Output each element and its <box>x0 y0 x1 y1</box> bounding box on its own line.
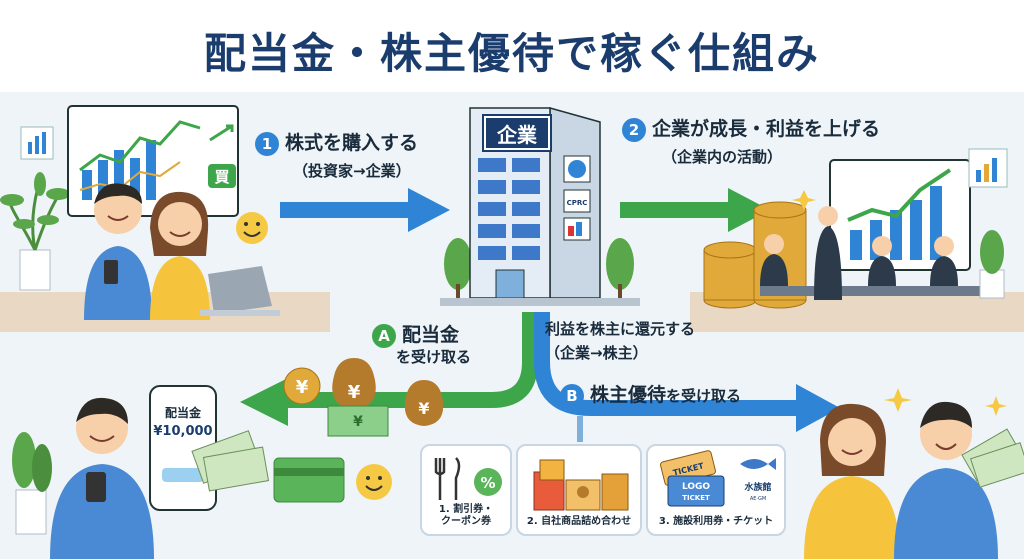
benefit-2-label: 2. 自社商品詰め合わせ <box>518 516 640 528</box>
path-b-label: B 株主優待を受け取る <box>560 380 741 408</box>
coupon-percent: % <box>480 474 495 492</box>
page-title: 配当金・株主優待で稼ぐ仕組み <box>203 29 820 78</box>
path-a-label: A 配当金 <box>372 320 459 348</box>
product-box-icon <box>533 459 629 511</box>
path-a-line2: を受け取る <box>396 348 472 366</box>
company-building: CPRC <box>440 107 640 306</box>
path-a-line1: 配当金 <box>402 324 460 346</box>
step1-label: 1 株式を購入する <box>255 128 418 156</box>
return-label-2: （企業→株主） <box>545 344 648 362</box>
arrow-invest <box>280 188 450 232</box>
benefit-3-label: 3. 施設利用券・チケット <box>648 516 784 528</box>
step1-text: 株式を購入する <box>285 132 419 154</box>
company-sign: 企業 <box>484 116 550 150</box>
arrow-growth <box>620 188 770 232</box>
growth-illustration <box>703 159 1005 309</box>
bag-yen-2: ¥ <box>418 399 429 418</box>
wall-chart-left-icon <box>20 126 54 160</box>
step2-text: 企業が成長・利益を上げる <box>652 118 881 140</box>
smiley-icon <box>236 212 268 244</box>
benefit-1-line1: 1. 割引券・ <box>438 504 494 515</box>
plant-left-icon <box>0 172 70 291</box>
phone-dividend-label: 配当金 <box>164 406 201 420</box>
phone-dividend-amount: ¥10,000 <box>153 424 213 439</box>
path-a-letter: A <box>372 323 396 348</box>
step2-label: 2 企業が成長・利益を上げる <box>622 114 880 142</box>
company-sign-label: 企業 <box>497 123 537 147</box>
benefit-2-line1: 2. 自社商品詰め合わせ <box>526 516 632 527</box>
dividend-receiver <box>12 385 270 559</box>
chart-monitor-icon <box>67 105 239 217</box>
laptop-icon <box>200 266 280 316</box>
ticket-label-2: TICKET <box>682 494 710 502</box>
bag-yen-1: ¥ <box>348 382 361 403</box>
step1-number: 1 <box>255 131 279 156</box>
card-and-smiley-icon <box>273 457 392 503</box>
aquarium-sub: AE·GM <box>750 496 766 502</box>
path-b-suffix: を受け取る <box>666 387 742 405</box>
cutlery-icon: % <box>434 457 502 500</box>
benefit-1-label: 1. 割引券・ クーポン券 <box>422 504 510 528</box>
benefit-1-line2: クーポン券 <box>441 516 491 527</box>
path-b-text: 株主優待 <box>590 384 667 406</box>
aquarium-label: 水族館 <box>744 481 771 493</box>
benefit-card-coupon: % 1. 割引券・ クーポン券 <box>420 444 512 536</box>
ticket-logo: LOGO <box>682 482 710 492</box>
bill-yen: ¥ <box>353 414 363 430</box>
buy-badge-label: 買 <box>214 168 229 186</box>
step2-number: 2 <box>622 117 646 142</box>
building-logo-cprc: CPRC <box>567 199 588 207</box>
path-b-letter: B <box>560 383 584 408</box>
step2-sub: （企業内の活動） <box>662 148 783 166</box>
investor-woman <box>150 191 210 320</box>
money-bags-icon: ¥ ¥ ¥ ¥ <box>283 358 444 437</box>
shareholder-couple <box>804 388 1024 559</box>
step1-sub: （投資家→企業） <box>293 162 411 180</box>
buy-badge <box>208 164 236 188</box>
benefit-3-line1: 3. 施設利用券・チケット <box>658 516 774 527</box>
investor-man <box>84 183 152 320</box>
wall-chart-right-icon <box>968 148 1008 188</box>
benefit-card-products: 2. 自社商品詰め合わせ <box>516 444 642 536</box>
benefit-card-tickets: TICKET LOGO TICKET 水族館 AE·GM 3. 施設利用券・チケ… <box>646 444 786 536</box>
return-label-1: 利益を株主に還元する <box>545 320 696 338</box>
investors-illustration: 買 <box>0 105 280 320</box>
coin-yen-1: ¥ <box>296 377 309 398</box>
ticket-icon: TICKET LOGO TICKET 水族館 AE·GM <box>660 450 776 507</box>
